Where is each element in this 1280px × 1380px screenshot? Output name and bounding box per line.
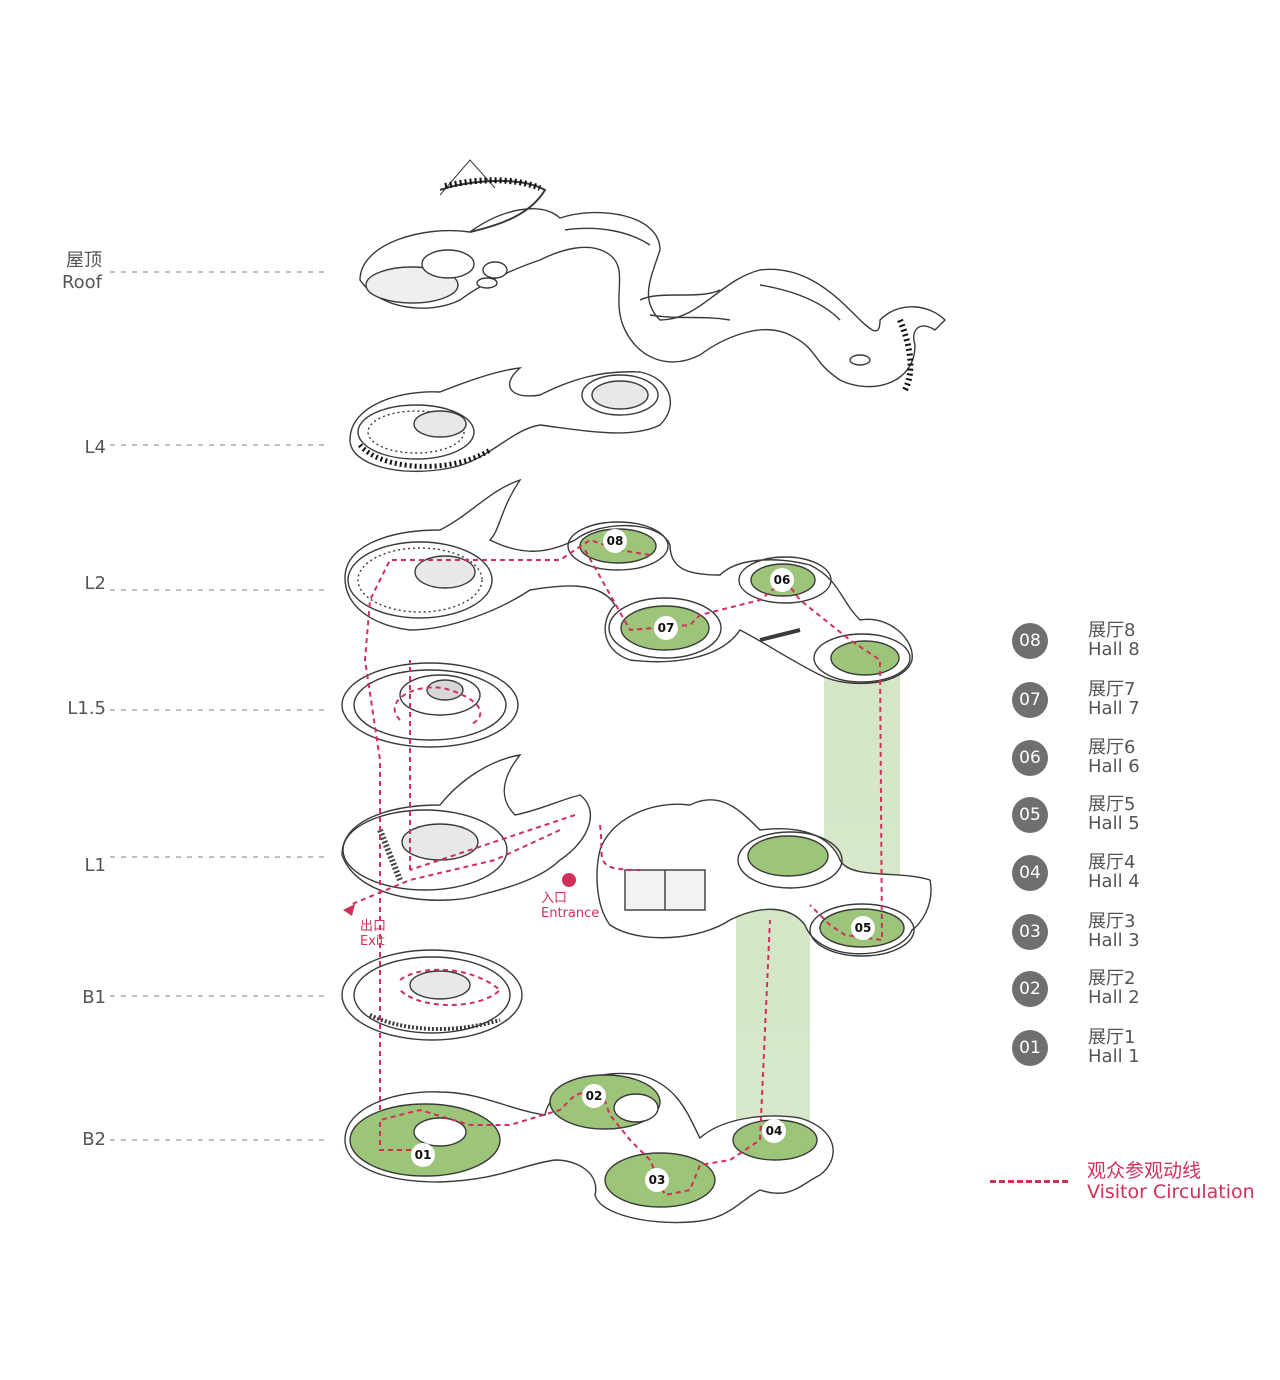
hall-badge-05: 05 bbox=[851, 916, 875, 940]
svg-text:05: 05 bbox=[855, 921, 872, 935]
legend-zh: 展厅7 bbox=[1088, 679, 1136, 700]
legend-item-05: 05 展厅5 Hall 5 bbox=[1012, 794, 1272, 840]
legend-en: Hall 7 bbox=[1088, 698, 1140, 719]
hall-05-top-floor bbox=[830, 640, 900, 676]
legend-en: Hall 5 bbox=[1088, 813, 1140, 834]
hall-l1-floor bbox=[747, 835, 829, 877]
circulation-legend-en: Visitor Circulation bbox=[1087, 1181, 1255, 1203]
circulation-legend-zh: 观众参观动线 bbox=[1087, 1160, 1202, 1182]
legend-item-03: 03 展厅3 Hall 3 bbox=[1012, 911, 1272, 957]
legend-badge: 01 bbox=[1012, 1030, 1048, 1066]
level-roof-zh: 屋顶 bbox=[66, 250, 102, 271]
legend-en: Hall 1 bbox=[1088, 1046, 1140, 1067]
legend-item-07: 07 展厅7 Hall 7 bbox=[1012, 679, 1272, 725]
legend-badge: 06 bbox=[1012, 740, 1048, 776]
hall-badge-04: 04 bbox=[762, 1119, 786, 1143]
legend-en: Hall 2 bbox=[1088, 987, 1140, 1008]
exit-arrow-icon bbox=[343, 904, 355, 916]
svg-text:03: 03 bbox=[649, 1173, 666, 1187]
exit-en: Exit bbox=[360, 934, 385, 949]
legend-badge: 08 bbox=[1012, 623, 1048, 659]
legend-item-02: 02 展厅2 Hall 2 bbox=[1012, 968, 1272, 1014]
hall-badge-06: 06 bbox=[770, 568, 794, 592]
legend-en: Hall 3 bbox=[1088, 930, 1140, 951]
level-label-l1: L1 bbox=[84, 855, 106, 876]
legend-item-04: 04 展厅4 Hall 4 bbox=[1012, 852, 1272, 898]
entrance-en: Entrance bbox=[541, 906, 600, 921]
legend-en: Hall 6 bbox=[1088, 756, 1140, 777]
shaft-04 bbox=[736, 905, 810, 1135]
legend-item-06: 06 展厅6 Hall 6 bbox=[1012, 737, 1272, 783]
svg-text:02: 02 bbox=[586, 1089, 603, 1103]
legend-zh: 展厅4 bbox=[1088, 852, 1136, 873]
level-guide-lines bbox=[110, 271, 330, 1141]
exit-label: 出口 Exit bbox=[360, 919, 386, 949]
hall-badges: 01 02 03 04 05 06 07 08 bbox=[411, 529, 875, 1192]
level-label-roof: 屋顶 Roof bbox=[40, 250, 102, 294]
legend-badge: 04 bbox=[1012, 855, 1048, 891]
hall-badge-02: 02 bbox=[582, 1084, 606, 1108]
level-label-l4: L4 bbox=[84, 437, 106, 458]
legend-badge: 02 bbox=[1012, 971, 1048, 1007]
legend-zh: 展厅6 bbox=[1088, 737, 1136, 758]
b1-plan bbox=[341, 949, 523, 1041]
legend-zh: 展厅2 bbox=[1088, 968, 1136, 989]
legend-badge: 07 bbox=[1012, 682, 1048, 718]
legend-badge: 05 bbox=[1012, 797, 1048, 833]
entrance-zh: 入口 bbox=[541, 891, 568, 906]
legend-badge: 03 bbox=[1012, 914, 1048, 950]
legend-zh: 展厅3 bbox=[1088, 911, 1136, 932]
level-label-b1: B1 bbox=[82, 987, 106, 1008]
svg-text:06: 06 bbox=[774, 573, 791, 587]
level-roof-en: Roof bbox=[61, 272, 102, 293]
hall-badge-01: 01 bbox=[411, 1143, 435, 1167]
exit-zh: 出口 bbox=[360, 919, 387, 934]
entrance-label: 入口 Entrance bbox=[541, 891, 599, 921]
roof-plan bbox=[359, 159, 946, 392]
l15-plan bbox=[341, 662, 519, 748]
svg-text:01: 01 bbox=[415, 1148, 432, 1162]
l2-plan bbox=[344, 478, 913, 685]
entrance-marker bbox=[562, 873, 576, 887]
legend-en: Hall 8 bbox=[1088, 639, 1140, 660]
level-label-l2: L2 bbox=[84, 573, 106, 594]
legend-item-08: 08 展厅8 Hall 8 bbox=[1012, 620, 1272, 666]
svg-text:04: 04 bbox=[766, 1124, 783, 1138]
legend-item-01: 01 展厅1 Hall 1 bbox=[1012, 1027, 1272, 1073]
l4-plan bbox=[349, 367, 671, 473]
hall-badge-08: 08 bbox=[603, 529, 627, 553]
l1-plan bbox=[341, 754, 932, 957]
legend-zh: 展厅5 bbox=[1088, 794, 1136, 815]
level-label-l15: L1.5 bbox=[67, 698, 106, 719]
hall-badge-07: 07 bbox=[654, 616, 678, 640]
legend-zh: 展厅1 bbox=[1088, 1027, 1136, 1048]
legend-zh: 展厅8 bbox=[1088, 620, 1136, 641]
visitor-circulation-path bbox=[349, 538, 884, 1197]
svg-text:08: 08 bbox=[607, 534, 624, 548]
circulation-legend-line bbox=[990, 1180, 1068, 1183]
hall-badge-03: 03 bbox=[645, 1168, 669, 1192]
level-label-b2: B2 bbox=[82, 1129, 106, 1150]
legend-en: Hall 4 bbox=[1088, 871, 1140, 892]
svg-text:07: 07 bbox=[658, 621, 675, 635]
